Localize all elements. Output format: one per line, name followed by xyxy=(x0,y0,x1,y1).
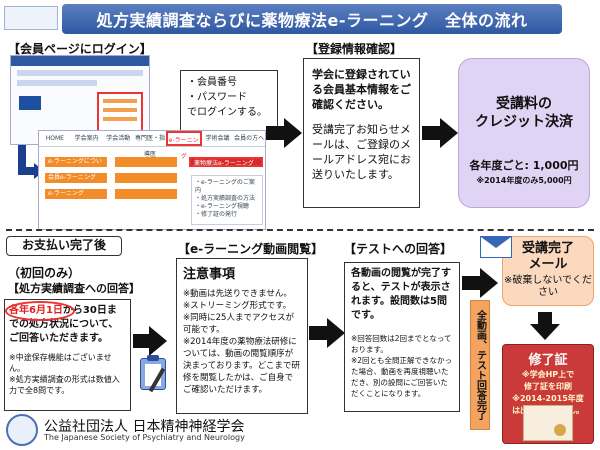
envelope-icon xyxy=(480,236,512,258)
flow-arrow-icon xyxy=(133,326,167,356)
completion-mail-box: 受講完了 メール ※破棄しないでください xyxy=(502,236,594,306)
register-info-box: 学会に登録されている会員基本情報をご確認ください。 受講完了お知らせメールは、ご… xyxy=(303,58,420,208)
flow-arrow-icon xyxy=(462,268,498,298)
flow-arrow-icon xyxy=(422,118,458,148)
pharmacotherapy-elearning-highlight: 薬物療法e-ラーニング xyxy=(189,157,263,167)
test-info-box: 各動画の閲覧が完了すると、テストが表示されます。設問数は5問です。 ※回答回数は… xyxy=(344,262,460,412)
section-divider xyxy=(6,229,594,231)
society-logo-icon xyxy=(6,414,38,446)
login-instructions: ・会員番号 ・パスワード でログインする。 xyxy=(180,70,278,132)
certificate-icon xyxy=(523,405,573,441)
org-name-en: The Japanese Society of Psychiatry and N… xyxy=(44,433,245,442)
org-name-ja: 公益社団法人 日本精神神経学会 xyxy=(44,419,245,435)
survey-section-label: 【処方実績調査への回答】 xyxy=(8,282,140,295)
elearning-nav-highlight: e-ラーニング xyxy=(165,131,202,160)
flow-arrow-icon xyxy=(266,118,302,148)
payment-complete-label: お支払い完了後 xyxy=(6,236,122,256)
date-highlight-circle xyxy=(5,301,75,321)
connector-line xyxy=(18,145,26,175)
test-section-label: 【テストへの回答】 xyxy=(344,242,453,256)
elearning-section-label: 【e-ラーニング動画閲覧】 xyxy=(178,242,324,256)
elearning-caution-box: 注意事項 ※動画は先送りできません。 ※ストリーミング形式です。 ※同時に25人… xyxy=(176,258,308,414)
flow-arrow-icon xyxy=(309,318,345,348)
login-section-label: 【会員ページにログイン】 xyxy=(8,42,152,56)
down-arrow-icon xyxy=(530,312,560,342)
survey-info-box: 各年6月1日から30日までの処方状況について、ご回答いただきます。 ※中途保存機… xyxy=(4,299,131,411)
payment-box: 受講料の クレジット決済 各年度ごと: 1,000円 ※2014年度のみ5,00… xyxy=(458,58,590,208)
certificate-box: 修了証 ※学会HP上で 修了証を印刷 ※2014-2015年度 は出力できません… xyxy=(502,344,594,444)
header-logo xyxy=(4,6,58,30)
connector-line xyxy=(18,167,36,175)
register-section-label: 【登録情報確認】 xyxy=(306,42,403,56)
login-form-highlight xyxy=(97,92,143,132)
page-title: 処方実績調査ならびに薬物療法e-ラーニング 全体の流れ xyxy=(62,4,562,34)
completion-band: 全動画、テスト回答完了 xyxy=(470,300,490,430)
member-page-screenshot: HOME 学会案内 学会活動 専門医・指導医 e-ラーニング 学術会議 会員の方… xyxy=(38,130,266,230)
first-time-only-label: （初回のみ） xyxy=(8,266,81,280)
clipboard-icon xyxy=(140,355,166,393)
